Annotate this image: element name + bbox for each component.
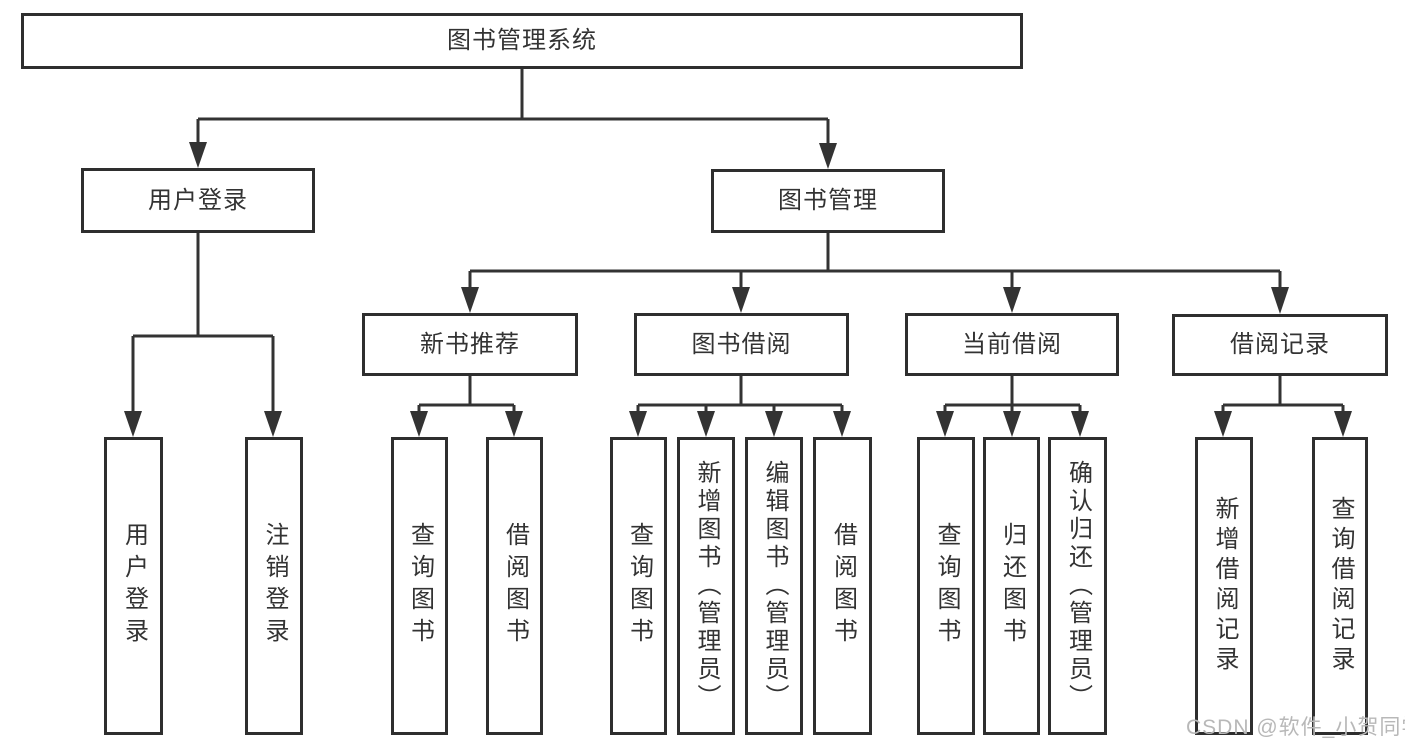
node-book-borrowing: 图书借阅 [634,313,849,376]
arrowheads [124,142,1352,437]
leaf-query-books-borrowing: 查询图书 [610,437,667,735]
leaf-confirm-return-admin: 确认归还（管理员） [1048,437,1107,735]
connector-current-borrowing [943,374,1082,414]
connector-book-management [468,231,1282,290]
node-user-login: 用户登录 [81,168,315,233]
leaf-query-books-recommend: 查询图书 [391,437,448,735]
node-book-management: 图书管理 [711,169,945,233]
node-current-borrowing: 当前借阅 [905,313,1119,376]
leaf-return-books: 归还图书 [983,437,1040,735]
leaf-logout: 注销登录 [245,437,303,735]
leaf-add-books-admin: 新增图书（管理员） [677,437,735,735]
leaf-query-books-current: 查询图书 [917,437,975,735]
leaf-user-login: 用户登录 [104,437,163,735]
leaf-borrow-books-recommend: 借阅图书 [486,437,543,735]
leaf-borrow-books: 借阅图书 [813,437,872,735]
node-new-book-recommendation: 新书推荐 [362,313,578,376]
leaf-add-borrow-record: 新增借阅记录 [1195,437,1253,735]
connector-new-book [417,374,516,414]
connector-borrow-records [1221,374,1345,414]
leaf-query-borrow-record: 查询借阅记录 [1312,437,1368,735]
root-node: 图书管理系统 [21,13,1023,69]
watermark: CSDN @软件_小贺同学 [1186,716,1405,739]
connector-user-login [131,231,275,414]
leaf-edit-books-admin: 编辑图书（管理员） [745,437,803,735]
node-borrowing-records: 借阅记录 [1172,314,1388,376]
connector-book-borrowing [636,374,844,414]
connector-root [196,67,830,146]
